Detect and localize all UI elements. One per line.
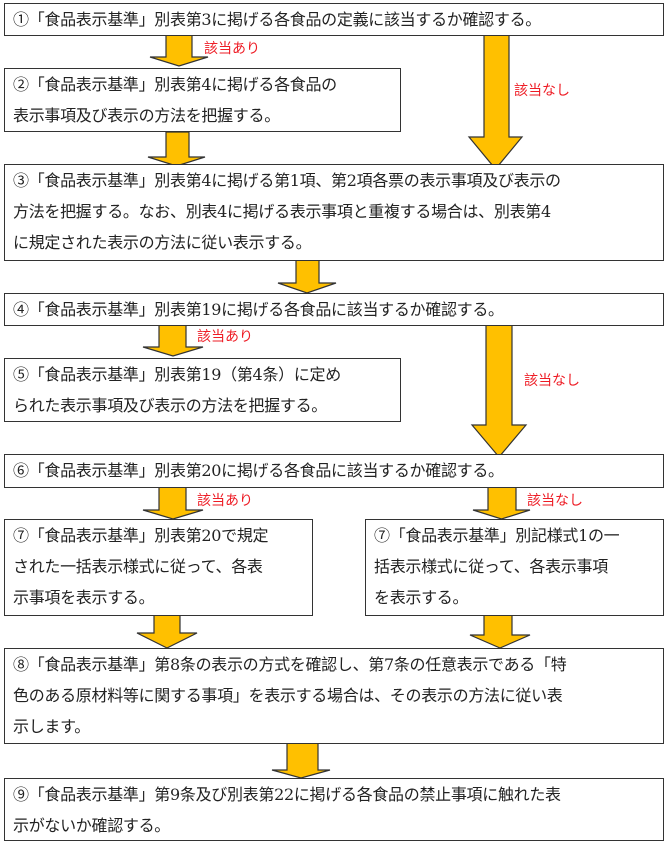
- branch-label-yes-2: 該当あり: [197, 329, 253, 345]
- step-text-line: 色のある原材料等に関する事項」を表示する場合は、その表示の方法に従い表: [13, 686, 563, 705]
- down-arrow-icon: [142, 486, 204, 520]
- step-box-6: ⑥「食品表示基準」別表第20に掲げる各食品に該当するか確認する。: [4, 454, 664, 488]
- step-box-1: ①「食品表示基準」別表第3に掲げる各食品の定義に該当するか確認する。: [4, 3, 664, 36]
- step-box-5: ⑤「食品表示基準」別表第19（第4条）に定められた表示事項及び表示の方法を把握す…: [4, 358, 401, 422]
- step-text-line: 表示事項及び表示の方法を把握する。: [13, 106, 280, 125]
- step-text-line: を表示する。: [374, 588, 469, 607]
- branch-label-yes-3: 該当あり: [197, 493, 253, 509]
- down-arrow-icon: [469, 614, 531, 649]
- branch-label-yes-1: 該当あり: [204, 41, 260, 57]
- step-box-10: ⑨「食品表示基準」第9条及び別表第22に掲げる各食品の禁止事項に触れた表示がない…: [4, 778, 664, 841]
- step-text-line: ⑤「食品表示基準」別表第19（第4条）に定め: [13, 365, 341, 384]
- down-arrow-icon: [147, 131, 206, 167]
- step-box-2: ②「食品表示基準」別表第4に掲げる各食品の表示事項及び表示の方法を把握する。: [4, 68, 401, 132]
- branch-label-no-2: 該当なし: [524, 373, 580, 389]
- step-box-8: ⑦「食品表示基準」別記様式1の一括表示様式に従って、各表示事項を表示する。: [365, 519, 664, 616]
- down-arrow-icon: [142, 324, 204, 357]
- step-text-line: ⑥「食品表示基準」別表第20に掲げる各食品に該当するか確認する。: [13, 461, 504, 480]
- down-arrow-icon: [470, 324, 528, 458]
- step-box-9: ⑧「食品表示基準」第8条の表示の方式を確認し、第7条の任意表示である「特色のある…: [4, 648, 664, 744]
- step-text-line: された一括表示様式に従って、各表: [13, 557, 263, 576]
- step-text-line: ③「食品表示基準」別表第4に掲げる第1項、第2項各票の表示事項及び表示の: [13, 171, 561, 190]
- branch-label-no-3: 該当なし: [527, 493, 583, 509]
- step-text-line: 方法を把握する。なお、別表4に掲げる表示事項と重複する場合は、別表第4: [13, 202, 551, 221]
- step-text-line: ⑦「食品表示基準」別記様式1の一: [374, 526, 620, 545]
- step-text-line: ④「食品表示基準」別表第19に掲げる各食品に該当するか確認する。: [13, 300, 504, 319]
- step-text-line: に規定された表示の方法に従い表示する。: [13, 233, 312, 252]
- down-arrow-icon: [467, 34, 524, 170]
- down-arrow-icon: [271, 742, 331, 779]
- branch-label-no-1: 該当なし: [514, 83, 570, 99]
- step-text-line: 括表示様式に従って、各表示事項: [374, 557, 608, 576]
- step-box-3: ③「食品表示基準」別表第4に掲げる第1項、第2項各票の表示事項及び表示の方法を把…: [4, 164, 664, 261]
- down-arrow-icon: [277, 259, 337, 294]
- step-text-line: ⑧「食品表示基準」第8条の表示の方式を確認し、第7条の任意表示である「特: [13, 655, 567, 674]
- step-text-line: 示します。: [13, 717, 90, 736]
- step-text-line: られた表示事項及び表示の方法を把握する。: [13, 396, 328, 415]
- step-box-7: ⑦「食品表示基準」別表第20で規定された一括表示様式に従って、各表示事項を表示す…: [4, 519, 313, 616]
- step-box-4: ④「食品表示基準」別表第19に掲げる各食品に該当するか確認する。: [4, 293, 664, 326]
- step-text-line: ②「食品表示基準」別表第4に掲げる各食品の: [13, 75, 337, 94]
- step-text-line: 示事項を表示する。: [13, 588, 155, 607]
- down-arrow-icon: [136, 614, 198, 649]
- step-text-line: ⑨「食品表示基準」第9条及び別表第22に掲げる各食品の禁止事項に触れた表: [13, 785, 561, 804]
- down-arrow-icon: [149, 34, 209, 67]
- down-arrow-icon: [472, 486, 531, 520]
- step-text-line: ①「食品表示基準」別表第3に掲げる各食品の定義に該当するか確認する。: [13, 10, 541, 29]
- step-text-line: ⑦「食品表示基準」別表第20で規定: [13, 526, 269, 545]
- step-text-line: 示がないか確認する。: [13, 816, 171, 835]
